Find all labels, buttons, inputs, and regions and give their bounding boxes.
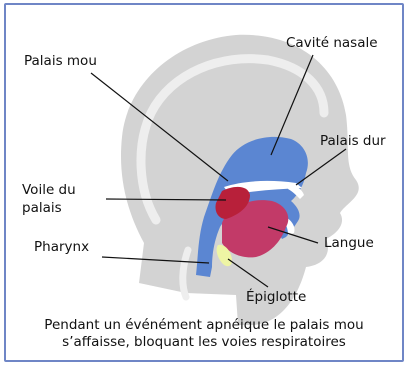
label-voile-du-palais-line1: Voile du	[22, 182, 76, 198]
caption-line-1: Pendant un événément apnéique le palais …	[6, 317, 402, 334]
label-cavite-nasale: Cavité nasale	[286, 35, 378, 51]
caption: Pendant un événément apnéique le palais …	[6, 317, 402, 351]
label-palais-mou: Palais mou	[24, 53, 97, 69]
label-pharynx: Pharynx	[34, 239, 89, 255]
label-voile-du-palais-line2: palais	[22, 200, 62, 216]
caption-line-2: s’affaisse, bloquant les voies respirato…	[6, 334, 402, 351]
diagram-frame: Palais mou Cavité nasale Palais dur Voil…	[4, 3, 404, 362]
label-langue: Langue	[324, 235, 374, 251]
head-diagram: Palais mou Cavité nasale Palais dur Voil…	[6, 5, 402, 360]
label-epiglotte: Épiglotte	[246, 288, 306, 305]
label-palais-dur: Palais dur	[320, 133, 386, 149]
